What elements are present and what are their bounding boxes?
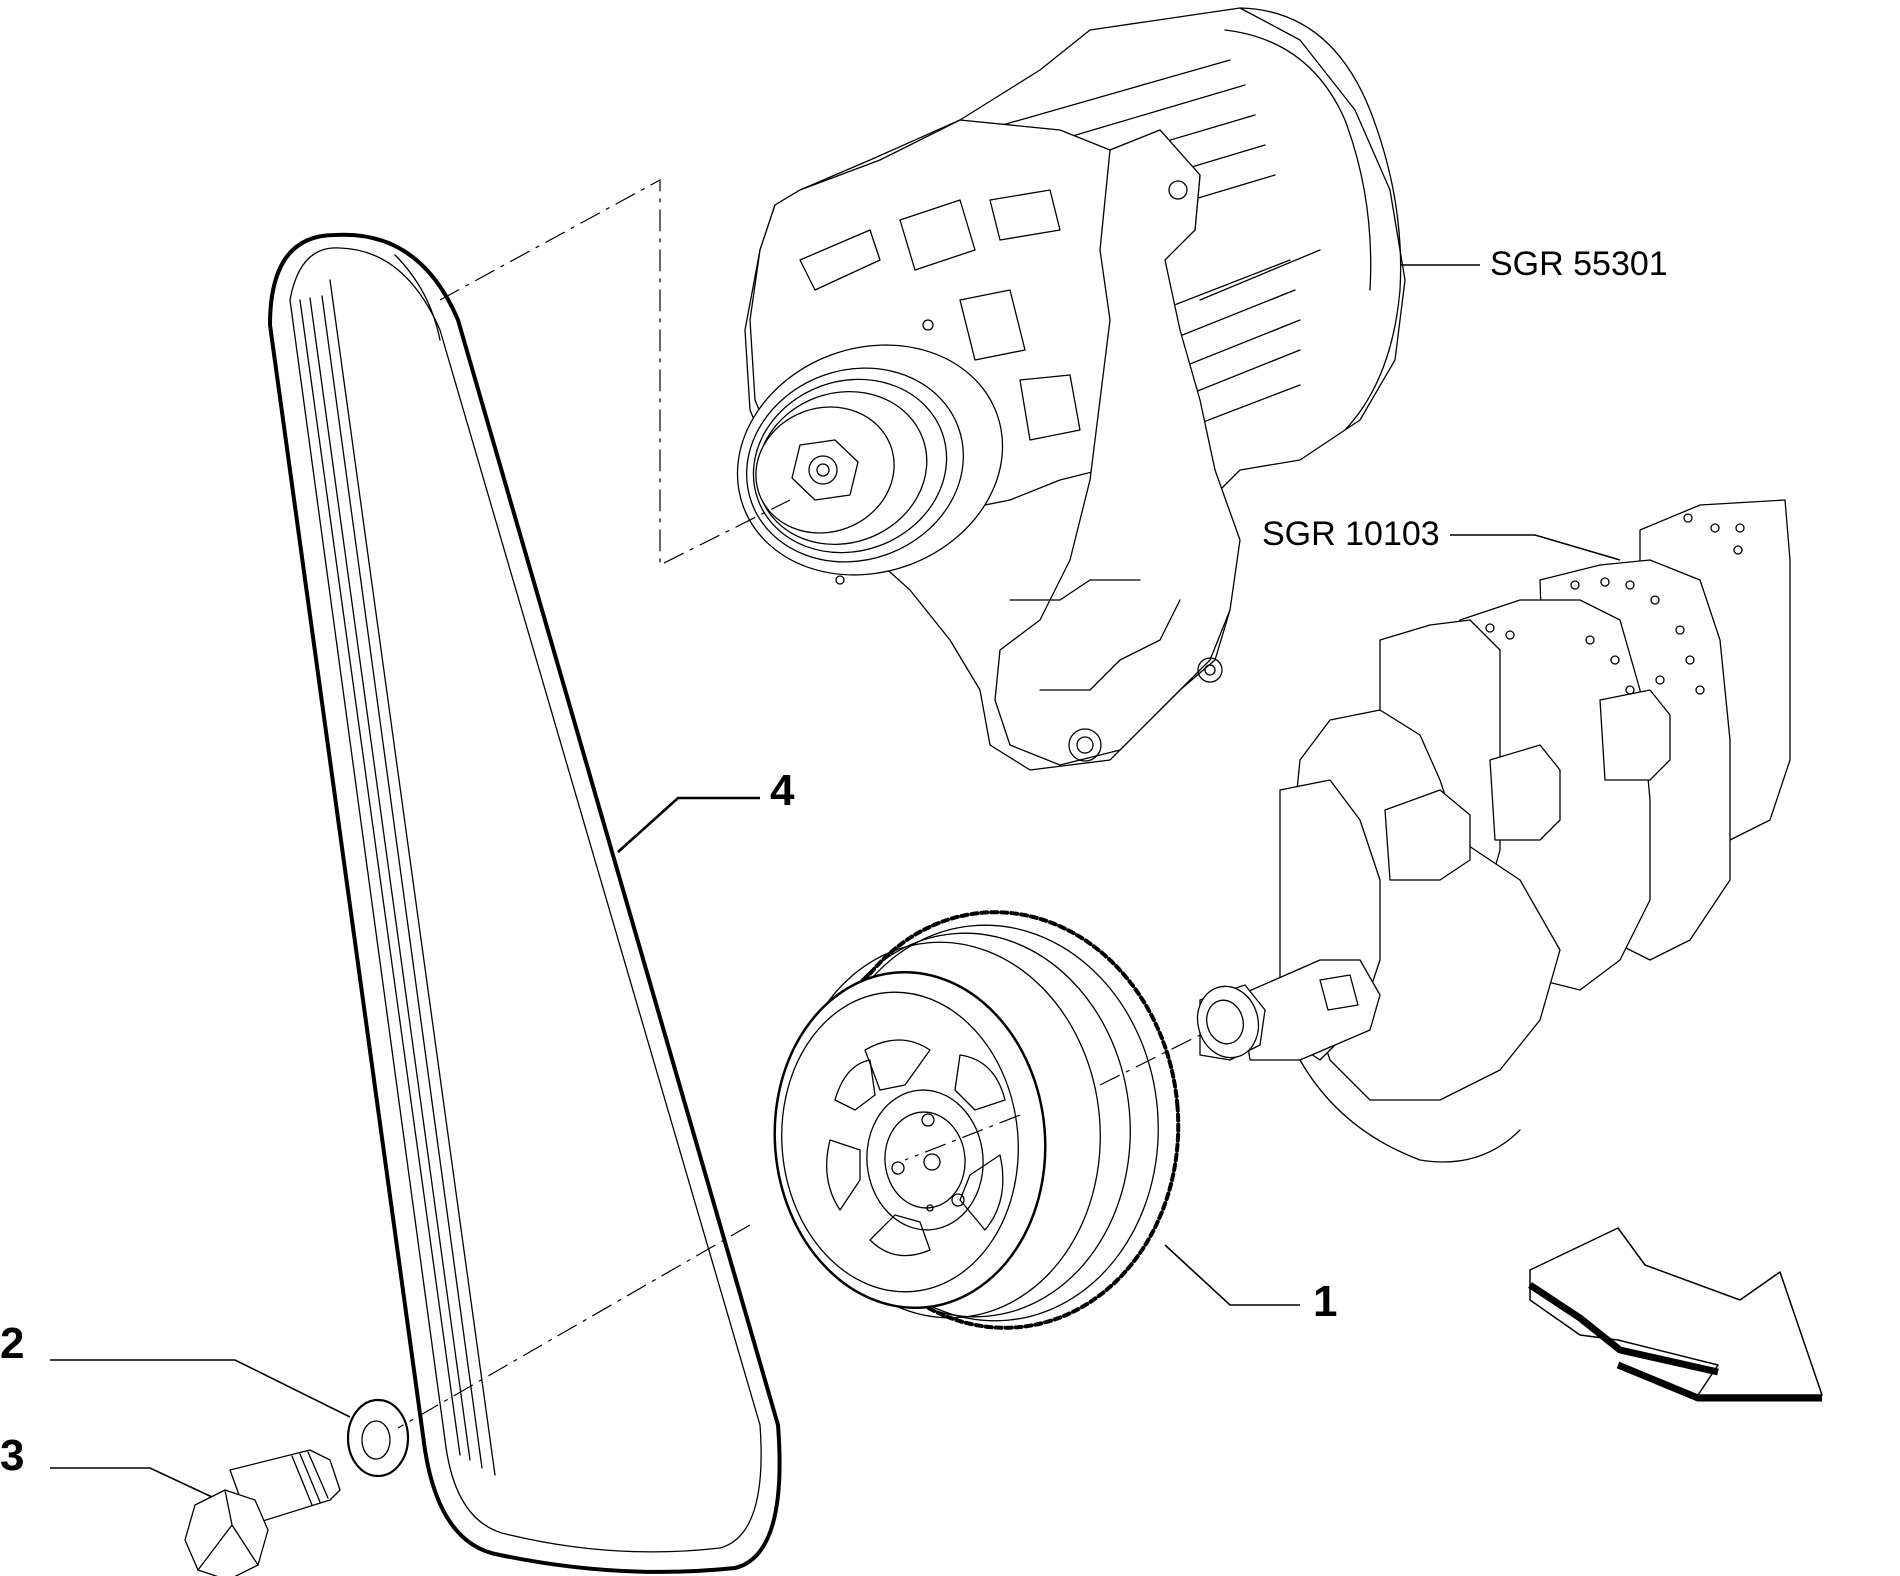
direction-arrow-icon [1528, 1227, 1823, 1402]
bolt [184, 1449, 341, 1576]
crankshaft-pulley [773, 910, 1181, 1330]
crankshaft-reference-label: SGR 10103 [1262, 515, 1440, 553]
callout-2: 2 [0, 1319, 24, 1368]
assembly-center-lines [397, 178, 1201, 1429]
alternator [736, 7, 1406, 771]
leader-lines [50, 264, 1621, 1498]
washer [346, 1398, 410, 1478]
crankshaft [1196, 499, 1791, 1163]
callout-4: 4 [770, 766, 795, 815]
callout-1: 1 [1313, 1277, 1337, 1326]
alternator-reference-label: SGR 55301 [1490, 245, 1668, 283]
poly-v-belt [268, 232, 782, 1574]
callout-3: 3 [0, 1431, 24, 1480]
